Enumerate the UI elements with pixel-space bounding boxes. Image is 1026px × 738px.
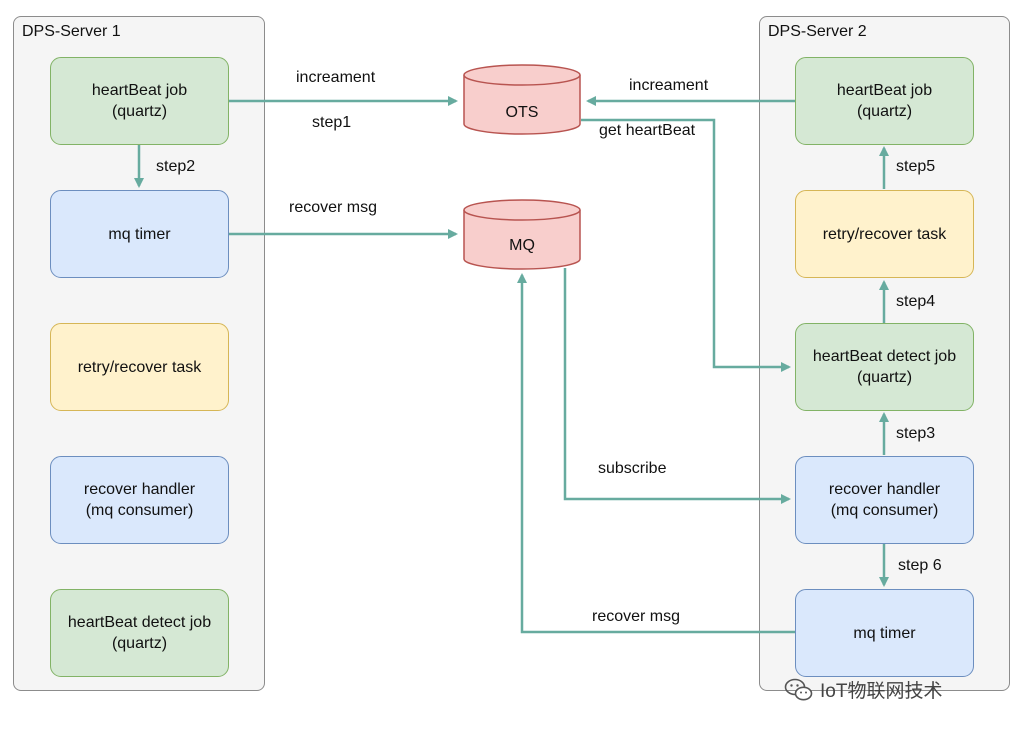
label-step5: step5 [896,158,936,175]
label-s2-increament: increament [629,77,709,94]
label-step6: step 6 [898,557,942,574]
mq-database [463,199,581,270]
s1-recover-handler: recover handler (mq consumer) [50,456,229,544]
s2-retry-recover-task: retry/recover task [795,190,974,278]
mq-label: MQ [509,237,535,254]
s1-heartbeat-detect-job: heartBeat detect job (quartz) [50,589,229,677]
s2-heartbeat-detect-job: heartBeat detect job (quartz) [795,323,974,411]
edge-ots-to-s2-detect [581,118,791,372]
ots-label: OTS [505,104,539,121]
server2-title: DPS-Server 2 [768,23,867,40]
edge-mq-subscribe [563,268,791,504]
s2-heartbeat-job: heartBeat job (quartz) [795,57,974,145]
label-s1-recover-msg: recover msg [289,199,378,216]
s2-recover-handler: recover handler (mq consumer) [795,456,974,544]
label-step4: step4 [896,293,936,310]
s1-mq-timer: mq timer [50,190,229,278]
label-s2-recover-msg: recover msg [592,608,681,625]
edge-s2-mqtimer-to-mq [517,273,796,634]
s2-mq-timer: mq timer [795,589,974,677]
label-subscribe: subscribe [598,460,667,477]
label-step2: step2 [156,158,196,175]
s1-heartbeat-job: heartBeat job (quartz) [50,57,229,145]
label-step3: step3 [896,425,936,442]
label-get-heartbeat: get heartBeat [599,122,696,139]
watermark-text: IoT物联网技术 [820,681,943,702]
server1-title: DPS-Server 1 [22,23,121,40]
label-s1-increament: increament [296,69,376,86]
watermark: IoT物联网技术 [784,676,942,703]
wechat-icon [784,678,813,700]
s1-retry-recover-task: retry/recover task [50,323,229,411]
label-step1: step1 [312,114,352,131]
ots-database [463,64,581,135]
